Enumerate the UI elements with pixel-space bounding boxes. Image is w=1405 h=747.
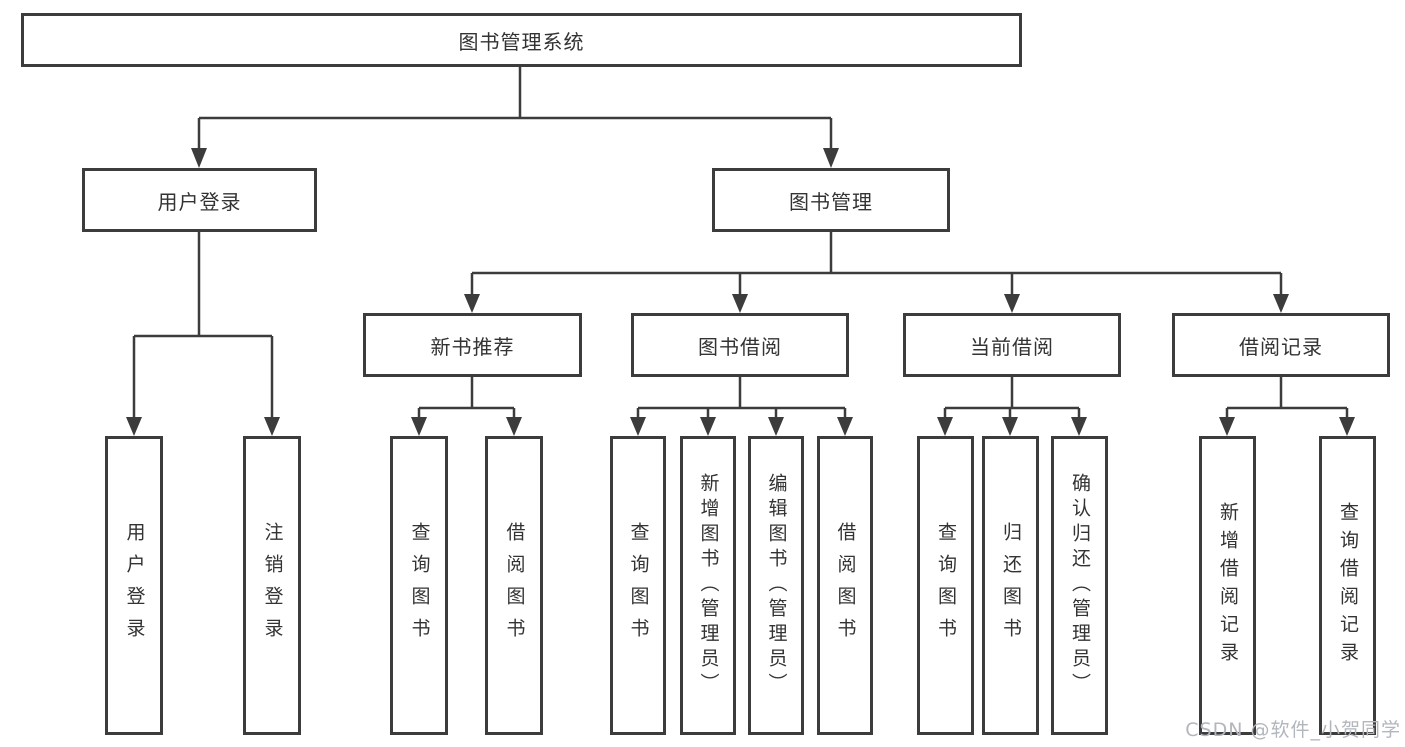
leaf-borrow-books: 借阅图书 <box>817 436 873 735</box>
leaf-return-books: 归还图书 <box>982 436 1039 735</box>
leaf-query-books-recommend-label: 查询图书 <box>408 521 431 650</box>
leaf-add-borrow-record: 新增借阅记录 <box>1199 436 1256 735</box>
node-current-borrow: 当前借阅 <box>903 313 1121 377</box>
leaf-user-login-label: 用户登录 <box>123 521 146 650</box>
leaf-edit-books-admin-label: 编辑图书（管理员） <box>765 473 788 698</box>
node-new-book-recommend-label: 新书推荐 <box>430 334 515 359</box>
watermark-text: CSDN @软件_小贺同学 <box>1185 719 1401 741</box>
node-user-login-label: 用户登录 <box>157 189 242 214</box>
leaf-query-books-current: 查询图书 <box>917 436 974 735</box>
node-current-borrow-label: 当前借阅 <box>970 334 1054 359</box>
node-root: 图书管理系统 <box>21 13 1022 67</box>
leaf-edit-books-admin: 编辑图书（管理员） <box>748 436 804 735</box>
leaf-confirm-return-admin-label: 确认归还（管理员） <box>1069 473 1091 698</box>
node-book-borrow: 图书借阅 <box>631 313 849 377</box>
leaf-query-books-current-label: 查询图书 <box>935 521 957 650</box>
node-user-login: 用户登录 <box>82 168 317 232</box>
leaf-add-borrow-record-label: 新增借阅记录 <box>1217 501 1239 670</box>
leaf-add-books-admin-label: 新增图书（管理员） <box>697 473 720 698</box>
leaf-logout: 注销登录 <box>243 436 301 735</box>
leaf-query-books-recommend: 查询图书 <box>390 436 448 735</box>
leaf-confirm-return-admin: 确认归还（管理员） <box>1051 436 1108 735</box>
node-borrow-records: 借阅记录 <box>1172 313 1390 377</box>
leaf-logout-label: 注销登录 <box>261 521 284 650</box>
leaf-add-books-admin: 新增图书（管理员） <box>680 436 736 735</box>
leaf-query-borrow-record-label: 查询借阅记录 <box>1337 501 1359 670</box>
leaf-query-borrow-record: 查询借阅记录 <box>1319 436 1376 735</box>
node-book-management-label: 图书管理 <box>789 189 873 214</box>
node-new-book-recommend: 新书推荐 <box>363 313 582 377</box>
leaf-borrow-books-recommend: 借阅图书 <box>485 436 543 735</box>
leaf-query-books-borrow-label: 查询图书 <box>627 521 650 650</box>
node-borrow-records-label: 借阅记录 <box>1239 334 1323 359</box>
node-book-borrow-label: 图书借阅 <box>698 334 782 359</box>
leaf-user-login: 用户登录 <box>105 436 163 735</box>
leaf-borrow-books-label: 借阅图书 <box>834 521 857 650</box>
leaf-return-books-label: 归还图书 <box>1000 521 1022 650</box>
leaf-borrow-books-recommend-label: 借阅图书 <box>503 521 526 650</box>
node-book-management: 图书管理 <box>712 168 950 232</box>
leaf-query-books-borrow: 查询图书 <box>610 436 666 735</box>
node-root-label: 图书管理系统 <box>458 29 585 54</box>
